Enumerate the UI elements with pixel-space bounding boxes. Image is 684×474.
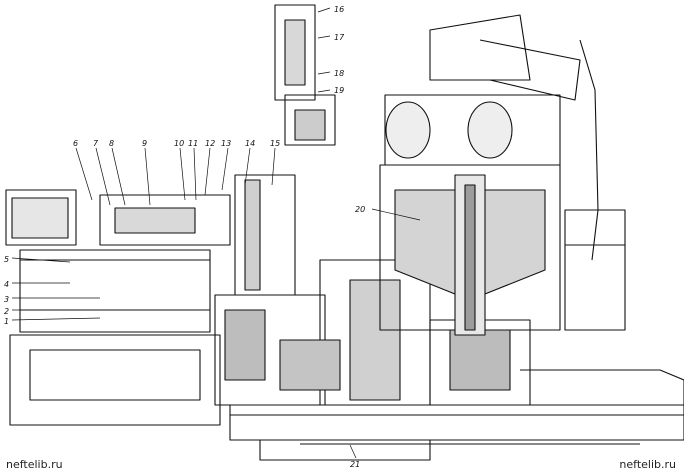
callout-12: 12 [205, 139, 215, 148]
callout-1: 1 [4, 317, 9, 326]
callout-17: 17 [334, 33, 345, 42]
callout-19: 19 [334, 86, 344, 95]
callout-20: 20 [355, 205, 365, 214]
callout-3: 3 [4, 295, 9, 304]
central-gear-section [214, 174, 531, 406]
callout-6: 6 [73, 139, 78, 148]
callout-4: 4 [4, 280, 9, 289]
detail-view [274, 4, 336, 146]
base-frame [229, 369, 684, 461]
callout-8: 8 [109, 139, 114, 148]
callout-15: 15 [270, 139, 280, 148]
watermark-left: neftelib.ru [6, 458, 63, 471]
callout-10: 10 [174, 139, 184, 148]
left-gear-housing [5, 189, 231, 426]
leader-lines [11, 7, 421, 459]
callout-9: 9 [142, 139, 147, 148]
callout-18: 18 [334, 69, 344, 78]
callout-7: 7 [93, 139, 99, 148]
callout-13: 13 [221, 139, 231, 148]
callout-14: 14 [245, 139, 255, 148]
callout-5: 5 [4, 255, 9, 264]
callout-16: 16 [334, 5, 344, 14]
callout-11: 11 [188, 139, 198, 148]
upper-housing [379, 14, 626, 336]
callout-2: 2 [4, 307, 9, 316]
watermark-right: neftelib.ru [619, 458, 676, 471]
callout-21: 21 [350, 460, 360, 469]
